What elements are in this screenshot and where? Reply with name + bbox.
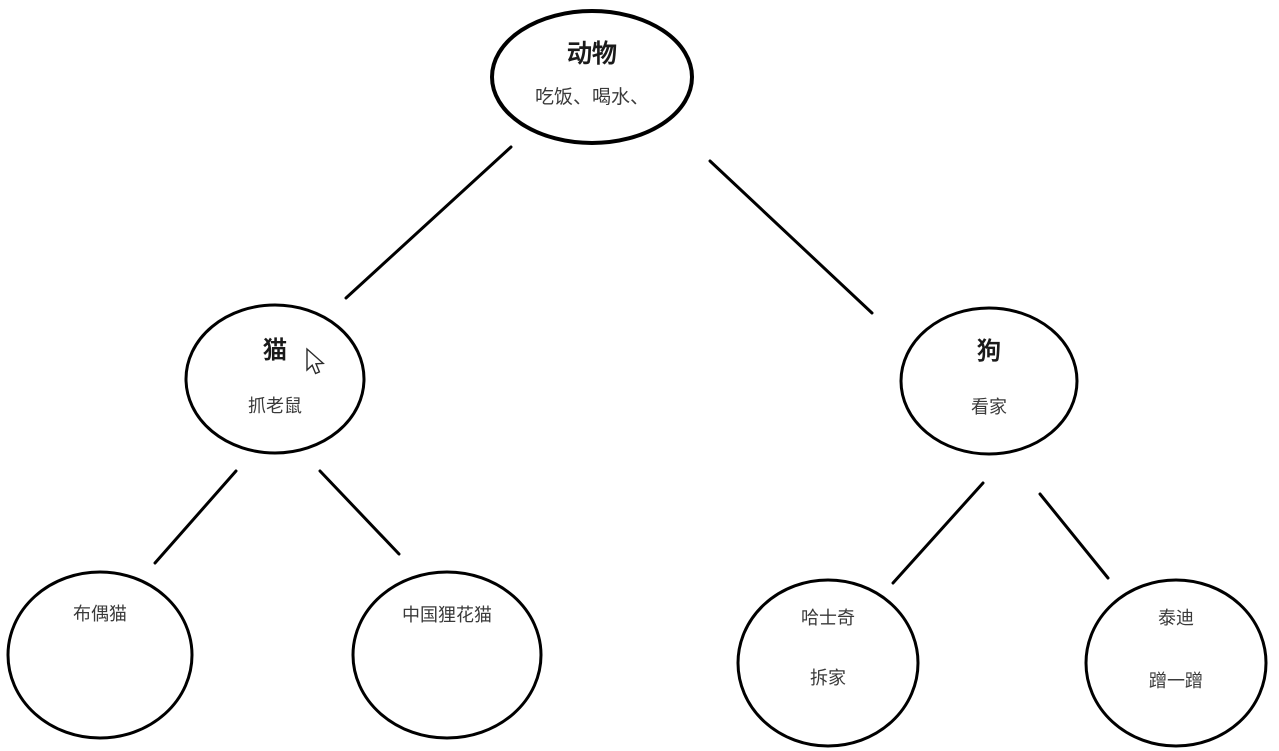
edge-cat-ragdoll xyxy=(153,469,238,565)
node-dog-subtitle: 看家 xyxy=(971,397,1007,417)
node-husky-subtitle: 拆家 xyxy=(810,668,846,688)
node-cat-title: 猫 xyxy=(263,337,287,364)
node-dog[interactable]: 狗 看家 xyxy=(899,306,1079,456)
node-ragdoll-ellipse[interactable] xyxy=(6,570,194,740)
edge-animal-cat xyxy=(344,145,513,300)
node-teddy-ellipse[interactable] xyxy=(1084,578,1268,748)
node-husky[interactable]: 哈士奇 拆家 xyxy=(736,578,920,748)
node-dog-ellipse[interactable] xyxy=(899,306,1079,456)
node-ragdoll[interactable]: 布偶猫 xyxy=(6,570,194,740)
node-ragdoll-title: 布偶猫 xyxy=(73,604,127,624)
node-cat-subtitle: 抓老鼠 xyxy=(248,396,302,416)
node-cat-ellipse[interactable] xyxy=(184,303,366,455)
node-animal-subtitle: 吃饭、喝水、 xyxy=(535,86,649,108)
node-husky-title: 哈士奇 xyxy=(801,608,855,628)
node-teddy[interactable]: 泰迪 蹭一蹭 xyxy=(1084,578,1268,748)
node-dog-title: 狗 xyxy=(977,338,1001,365)
node-teddy-subtitle: 蹭一蹭 xyxy=(1149,671,1203,691)
node-cat[interactable]: 猫 抓老鼠 xyxy=(184,303,366,455)
node-animal-ellipse[interactable] xyxy=(490,9,694,145)
edge-dog-teddy xyxy=(1038,492,1110,580)
node-animal-title: 动物 xyxy=(567,40,617,68)
node-teddy-title: 泰迪 xyxy=(1158,608,1194,628)
edge-cat-lihua xyxy=(318,469,401,556)
edge-animal-dog xyxy=(708,159,874,315)
node-lihua-title: 中国狸花猫 xyxy=(402,605,492,625)
node-husky-ellipse[interactable] xyxy=(736,578,920,748)
edge-dog-husky xyxy=(891,481,985,585)
node-lihua-ellipse[interactable] xyxy=(351,570,543,740)
edge-group xyxy=(153,145,1110,585)
node-lihua[interactable]: 中国狸花猫 xyxy=(351,570,543,740)
node-animal[interactable]: 动物 吃饭、喝水、 xyxy=(490,9,694,145)
